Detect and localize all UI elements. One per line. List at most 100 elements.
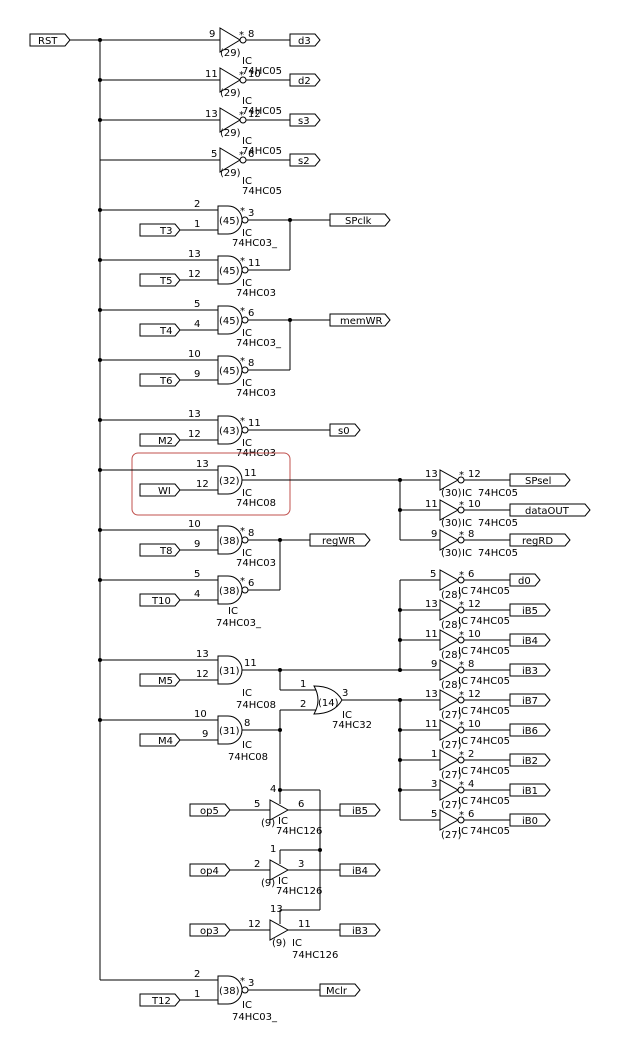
svg-text:iB3: iB3 xyxy=(352,926,368,937)
svg-text:*: * xyxy=(239,30,244,41)
svg-text:IC: IC xyxy=(462,518,472,529)
svg-text:4: 4 xyxy=(270,784,276,795)
svg-text:10: 10 xyxy=(468,719,481,730)
svg-text:6: 6 xyxy=(248,308,254,319)
svg-text:T3: T3 xyxy=(159,226,172,237)
svg-text:IC: IC xyxy=(242,1000,252,1011)
svg-text:*: * xyxy=(459,500,464,511)
svg-text:12: 12 xyxy=(248,919,261,930)
svg-text:IC: IC xyxy=(458,706,468,717)
svg-text:74HC05: 74HC05 xyxy=(242,146,282,157)
svg-text:6: 6 xyxy=(248,149,254,160)
svg-text:5: 5 xyxy=(430,569,436,580)
svg-text:*: * xyxy=(459,750,464,761)
svg-text:2: 2 xyxy=(194,969,200,980)
svg-text:12: 12 xyxy=(196,479,209,490)
svg-text:(27): (27) xyxy=(441,800,462,811)
inverter-ib5-a: 13 * 12 (28) IC 74HC05 iB5 xyxy=(398,599,551,631)
svg-text:6: 6 xyxy=(468,809,474,820)
svg-text:(9): (9) xyxy=(261,878,275,889)
svg-text:74HC08: 74HC08 xyxy=(236,700,276,711)
svg-text:2: 2 xyxy=(468,749,474,760)
svg-text:IC: IC xyxy=(462,488,472,499)
svg-text:iB5: iB5 xyxy=(522,606,538,617)
inverter-ib0: 5 * 6 (27) IC 74HC05 iB0 xyxy=(400,809,551,841)
svg-text:5: 5 xyxy=(211,149,217,160)
inverter-ib1: 3 * 4 (27) IC 74HC05 iB1 xyxy=(398,779,551,811)
svg-text:3: 3 xyxy=(248,208,254,219)
svg-text:74HC03: 74HC03 xyxy=(236,558,276,569)
inverter-s3: 13 * 12 (29) IC 74HC05 s3 xyxy=(100,107,321,157)
nand-regwr: T8 10 9 (38) * 8 IC 74HC03 regWR T10 5 4… xyxy=(98,519,371,629)
svg-text:11: 11 xyxy=(425,499,438,510)
svg-text:9: 9 xyxy=(431,529,437,540)
svg-text:SPsel: SPsel xyxy=(525,476,551,487)
svg-text:6: 6 xyxy=(298,799,304,810)
svg-text:memWR: memWR xyxy=(340,316,383,327)
svg-text:(31): (31) xyxy=(219,726,240,737)
and-m5: M5 13 12 (31) 11 IC 74HC08 xyxy=(98,649,440,711)
svg-text:IC: IC xyxy=(242,56,252,67)
svg-text:13: 13 xyxy=(270,904,283,915)
svg-text:(43): (43) xyxy=(219,426,240,437)
nand-s0: M2 13 12 (43) * 11 IC 74HC03 s0 xyxy=(98,409,361,459)
svg-text:4: 4 xyxy=(194,319,200,330)
svg-text:IC: IC xyxy=(228,606,238,617)
svg-text:10: 10 xyxy=(248,69,261,80)
or-gate: 1 2 (14) 3 IC 74HC32 xyxy=(300,679,440,731)
svg-text:*: * xyxy=(240,256,245,267)
svg-text:IC: IC xyxy=(242,438,252,449)
svg-text:10: 10 xyxy=(188,519,201,530)
svg-text:iB6: iB6 xyxy=(522,726,538,737)
svg-text:5: 5 xyxy=(194,299,200,310)
svg-text:s2: s2 xyxy=(298,156,310,167)
svg-text:(45): (45) xyxy=(219,316,240,327)
svg-text:74HC05: 74HC05 xyxy=(470,586,510,597)
svg-text:8: 8 xyxy=(248,29,254,40)
svg-text:11: 11 xyxy=(205,69,218,80)
svg-text:M5: M5 xyxy=(158,676,173,687)
svg-text:*: * xyxy=(240,356,245,367)
svg-text:IC: IC xyxy=(242,688,252,699)
svg-text:IC: IC xyxy=(278,876,288,887)
svg-text:12: 12 xyxy=(248,109,261,120)
svg-text:*: * xyxy=(240,206,245,217)
svg-text:10: 10 xyxy=(188,349,201,360)
svg-text:13: 13 xyxy=(188,249,201,260)
svg-text:IC: IC xyxy=(242,328,252,339)
svg-text:op3: op3 xyxy=(200,926,219,937)
svg-text:*: * xyxy=(459,660,464,671)
inverter-ib7: 13 * 12 (27) IC 74HC05 iB7 xyxy=(425,689,551,721)
svg-text:10: 10 xyxy=(468,629,481,640)
svg-text:6: 6 xyxy=(248,578,254,589)
svg-text:5: 5 xyxy=(194,569,200,580)
highlight-box xyxy=(131,452,291,516)
svg-text:iB7: iB7 xyxy=(522,696,538,707)
svg-text:74HC126: 74HC126 xyxy=(276,826,322,837)
svg-text:*: * xyxy=(459,720,464,731)
svg-text:IC: IC xyxy=(458,766,468,777)
svg-text:*: * xyxy=(459,630,464,641)
svg-text:T10: T10 xyxy=(151,596,171,607)
svg-text:IC: IC xyxy=(458,616,468,627)
inverter-regrd: 9 * 8 (30) IC 74HC05 regRD xyxy=(400,529,571,559)
svg-text:IC: IC xyxy=(242,740,252,751)
svg-text:*: * xyxy=(240,526,245,537)
svg-text:d3: d3 xyxy=(298,36,311,47)
svg-text:(31): (31) xyxy=(219,666,240,677)
svg-text:13: 13 xyxy=(425,689,438,700)
svg-text:(27): (27) xyxy=(441,770,462,781)
svg-text:13: 13 xyxy=(425,599,438,610)
svg-text:13: 13 xyxy=(205,109,218,120)
svg-text:74HC05: 74HC05 xyxy=(242,66,282,77)
svg-text:T5: T5 xyxy=(159,276,172,287)
svg-text:5: 5 xyxy=(254,799,260,810)
svg-text:3: 3 xyxy=(342,688,348,699)
svg-text:IC: IC xyxy=(242,228,252,239)
svg-text:(29): (29) xyxy=(220,88,241,99)
svg-text:3: 3 xyxy=(298,859,304,870)
svg-text:13: 13 xyxy=(188,409,201,420)
svg-text:IC: IC xyxy=(242,278,252,289)
svg-text:IC: IC xyxy=(242,136,252,147)
